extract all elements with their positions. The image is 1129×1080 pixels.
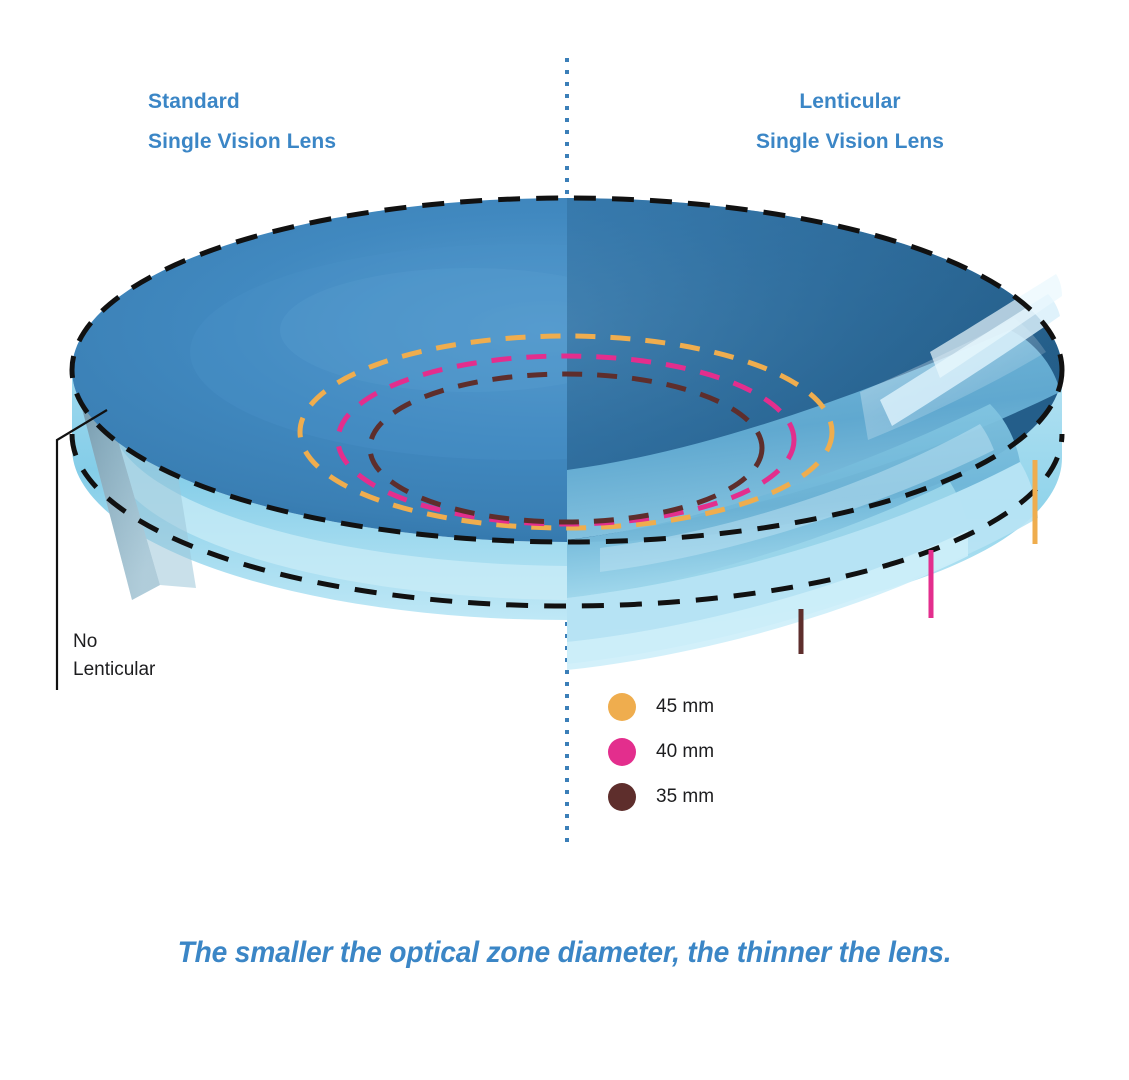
lenticular-rim-wall — [567, 462, 1038, 664]
legend-label-45mm: 45 mm — [656, 695, 715, 717]
legend-swatch-45mm-circle-icon — [608, 692, 636, 721]
optical-zone-ring-35mm — [367, 371, 765, 525]
heading-lenticular-lens: Lenticular Single Vision Lens — [755, 90, 945, 153]
standard-lens-top-sheen — [190, 244, 567, 460]
optical-zone-ring-45mm — [297, 333, 835, 531]
legend-item-40mm: 40 mm — [608, 729, 714, 774]
legend-item-35mm: 35 mm — [608, 774, 714, 819]
standard-lens-rim — [72, 370, 567, 620]
legend-item-45mm: 45 mm — [608, 684, 714, 729]
heading-standard-lens: Standard Single Vision Lens — [148, 90, 337, 153]
bottom-caption: The smaller the optical zone diameter, t… — [177, 936, 952, 969]
disc-bottom-outline-dashed — [69, 433, 1065, 609]
legend-swatch-40mm-circle-icon — [608, 737, 636, 766]
legend-swatch-35mm-circle-icon — [608, 782, 636, 811]
legend-label-35mm: 35 mm — [656, 785, 715, 807]
disc-top-outline-dashed — [69, 195, 1065, 545]
standard-lens-cut-face-shade — [72, 370, 160, 600]
lenticular-wedge-highlight-2 — [930, 274, 1062, 378]
legend: 45 mm 40 mm 35 mm — [608, 684, 714, 819]
standard-lens-top-surface — [72, 198, 567, 542]
legend-label-40mm: 40 mm — [656, 740, 715, 762]
callout-no-lenticular-label: No Lenticular — [73, 631, 156, 680]
callout-leader-line — [55, 409, 108, 690]
lenticular-bottom-band — [567, 530, 968, 670]
standard-lens-rim-layer — [112, 430, 567, 600]
